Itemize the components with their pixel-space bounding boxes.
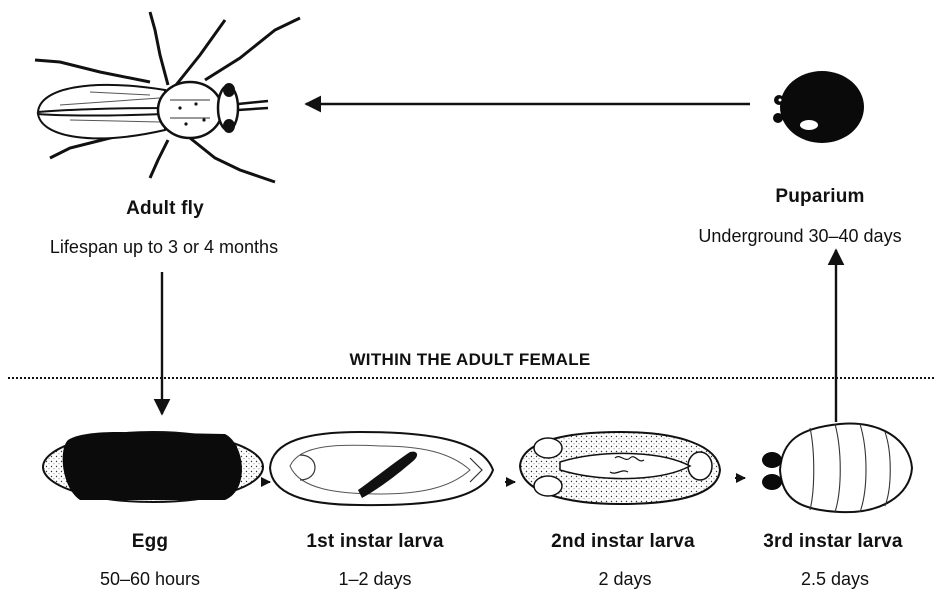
puparium-name: Puparium	[740, 186, 900, 208]
adult-fly-illustration	[35, 12, 300, 182]
larva1-name: 1st instar larva	[270, 531, 480, 553]
divider-label: WITHIN THE ADULT FEMALE	[240, 350, 700, 370]
puparium-duration-group: Underground 30–40 days	[666, 226, 934, 247]
larva2-name: 2nd instar larva	[518, 531, 728, 553]
egg-label-group: Egg	[70, 531, 230, 553]
puparium-label-group: Puparium	[740, 186, 900, 208]
larva-2nd-instar-illustration	[520, 432, 720, 504]
larva3-label-group: 3rd instar larva	[732, 531, 934, 553]
larva-1st-instar-illustration	[270, 432, 493, 505]
egg-name: Egg	[70, 531, 230, 553]
adult-fly-duration-group: Lifespan up to 3 or 4 months	[4, 237, 324, 258]
egg-duration: 50–60 hours	[60, 569, 240, 589]
larva2-duration: 2 days	[540, 569, 710, 589]
larva1-duration: 1–2 days	[290, 569, 460, 589]
adult-fly-label-group: Adult fly	[40, 198, 290, 220]
larva-3rd-instar-illustration	[762, 423, 912, 512]
larva1-label-group: 1st instar larva	[270, 531, 480, 553]
egg-illustration	[43, 432, 263, 502]
puparium-duration: Underground 30–40 days	[666, 226, 934, 247]
adult-fly-duration: Lifespan up to 3 or 4 months	[4, 237, 324, 258]
larva2-duration-group: 2 days	[540, 569, 710, 589]
egg-duration-group: 50–60 hours	[60, 569, 240, 589]
larva3-duration: 2.5 days	[760, 569, 910, 589]
larva2-label-group: 2nd instar larva	[518, 531, 728, 553]
larva3-name: 3rd instar larva	[732, 531, 934, 553]
larva1-duration-group: 1–2 days	[290, 569, 460, 589]
adult-fly-name: Adult fly	[40, 198, 290, 220]
puparium-illustration	[773, 71, 864, 143]
larva3-duration-group: 2.5 days	[760, 569, 910, 589]
divider-label-group: WITHIN THE ADULT FEMALE	[240, 350, 700, 370]
